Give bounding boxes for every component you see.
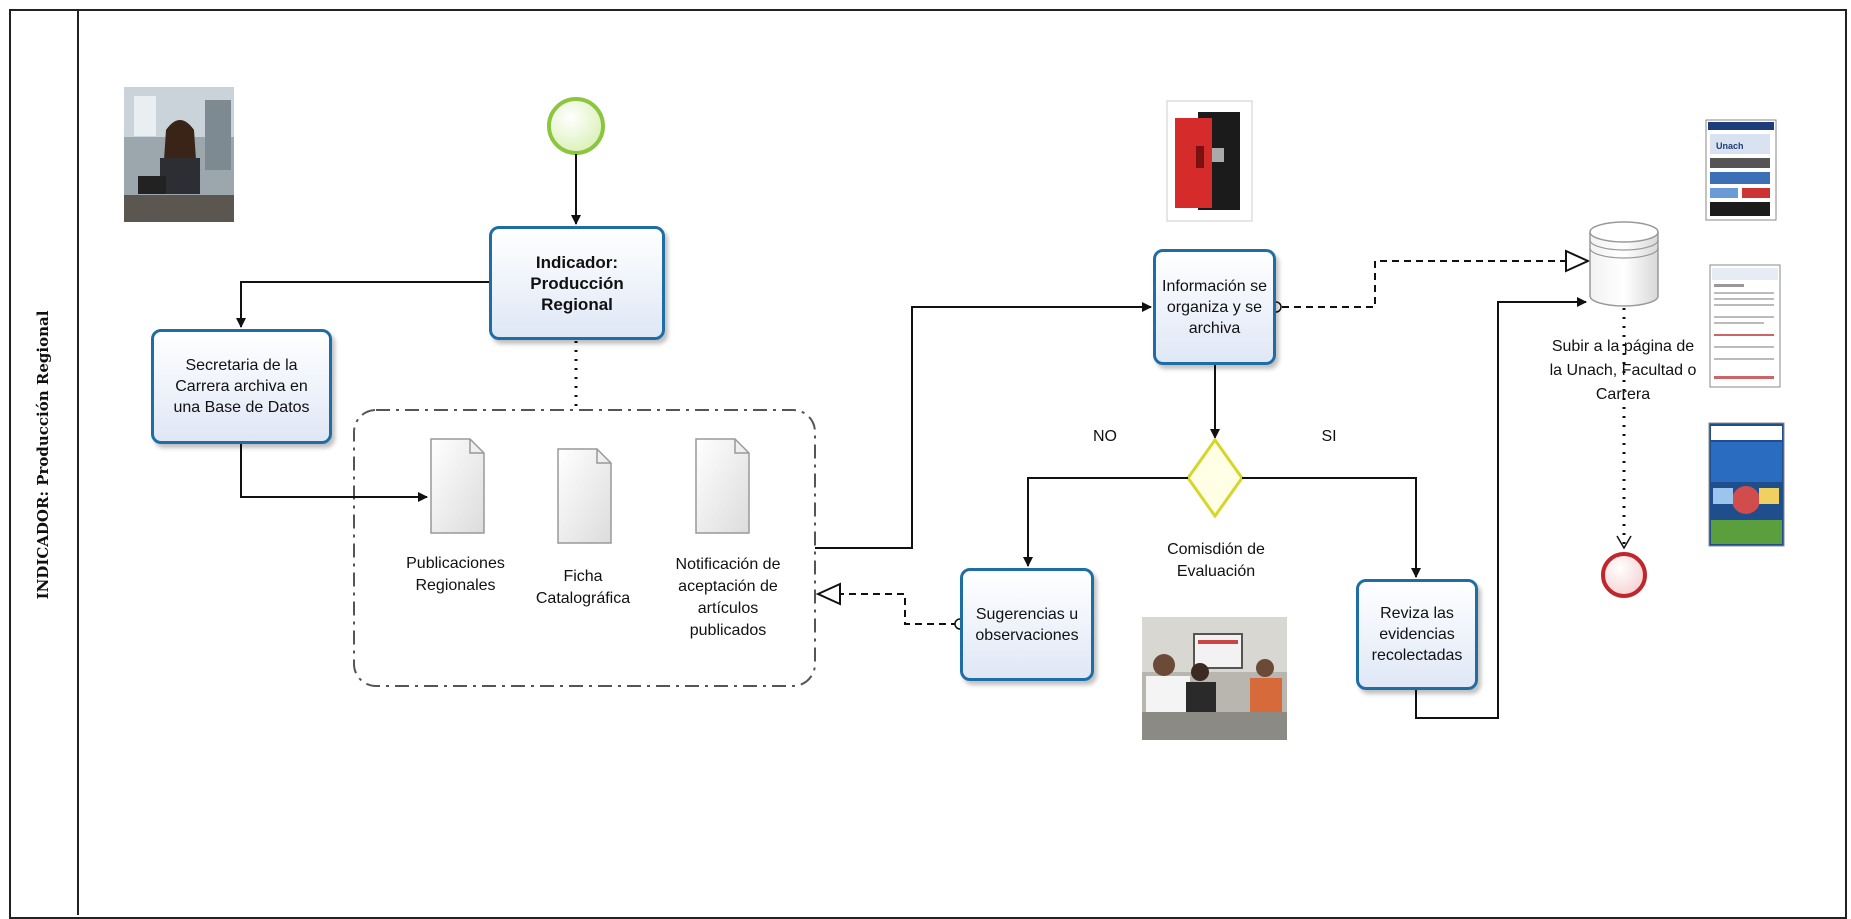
end-event [1601, 552, 1647, 598]
branch-label-si: SI [1321, 428, 1337, 445]
message-flow-informacion-to-datastore [1282, 260, 1566, 308]
flow-reviza-to-datastore [1415, 297, 1587, 719]
task-informacion[interactable]: Información se organiza y se archiva [1153, 249, 1276, 365]
flow-group-to-informacion [815, 302, 1152, 549]
document-icon-notificacion [695, 438, 750, 534]
datastore-cylinder [1589, 221, 1659, 307]
gateway-diamond [1186, 437, 1244, 519]
binders-icon [1166, 100, 1253, 222]
gateway-label: Comisdión de Evaluación [1167, 541, 1265, 580]
document-icon-ficha [557, 448, 612, 544]
swimlane-header-divider [77, 9, 79, 915]
branch-label-no: NO [1093, 428, 1117, 445]
website-thumbnail-portal [1708, 422, 1785, 547]
flow-gateway-no [1023, 477, 1188, 567]
document-label-ficha: Ficha Catalográfica [535, 568, 631, 607]
task-reviza[interactable]: Reviza las evidencias recolectadas [1356, 579, 1478, 690]
photo-secretary [124, 87, 234, 222]
document-label-notificacion: Notificación de aceptación de artículos … [675, 556, 781, 639]
task-indicador[interactable]: Indicador: Producción Regional [489, 226, 665, 340]
flow-indicador-to-secretaria [236, 281, 489, 328]
website-thumbnail-page [1709, 264, 1781, 388]
website-thumbnail-unach: Unach [1705, 119, 1777, 221]
document-group-box [353, 409, 816, 687]
flow-secretaria-to-documents [240, 444, 428, 502]
message-arrowhead-group [815, 582, 841, 606]
task-sugerencias[interactable]: Sugerencias u observaciones [960, 568, 1094, 681]
message-arrowhead-datastore [1565, 249, 1591, 273]
message-flow-sugerencias-to-group [838, 593, 958, 625]
photo-committee [1142, 617, 1287, 740]
document-icon-publicaciones [430, 438, 485, 534]
datastore-label: Subir a la página de la Unach, Facultad … [1549, 338, 1697, 403]
flow-gateway-si [1242, 477, 1421, 578]
task-secretaria[interactable]: Secretaria de la Carrera archiva en una … [151, 329, 332, 444]
thumbnail-caption-unach: Unach [1716, 141, 1744, 151]
document-label-publicaciones: Publicaciones Regionales [406, 555, 505, 594]
start-event [547, 97, 605, 155]
